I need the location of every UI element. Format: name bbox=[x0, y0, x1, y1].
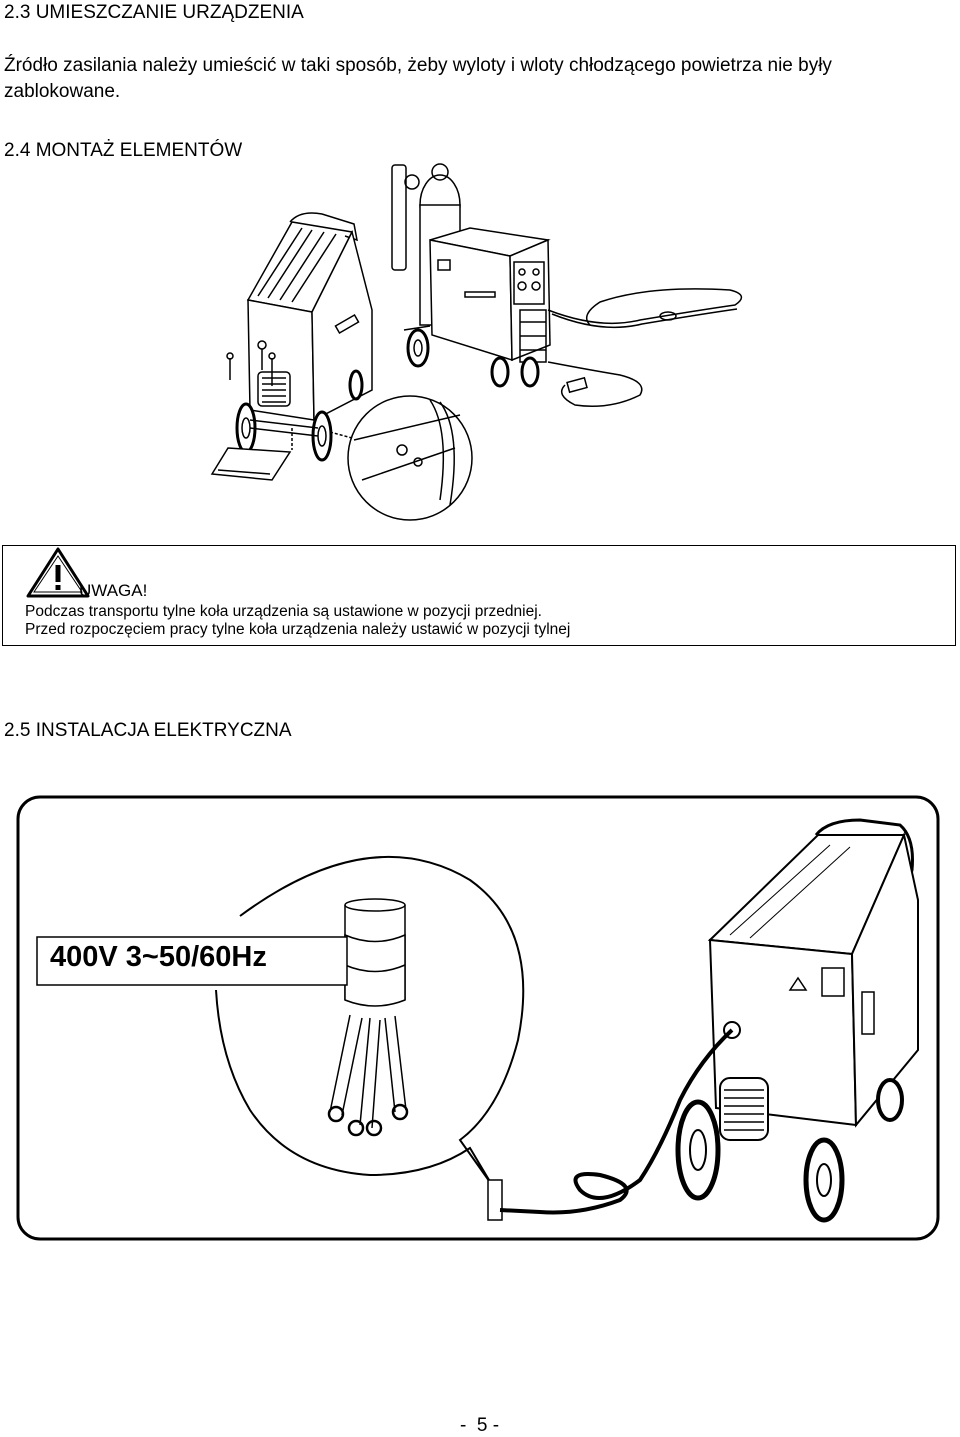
section-title-assembly: 2.4 MONTAŻ ELEMENTÓW bbox=[4, 140, 243, 161]
illustration-frame bbox=[16, 795, 940, 1241]
welder-machine bbox=[675, 818, 919, 1223]
assembly-illustration bbox=[210, 163, 743, 521]
placement-paragraph-line-1: Źródło zasilania należy umieścić w taki … bbox=[4, 55, 832, 76]
detail-zoom-circle bbox=[329, 395, 473, 521]
placement-paragraph-line-2: zablokowane. bbox=[4, 81, 121, 102]
welder-front-view bbox=[391, 163, 743, 407]
warning-title: UWAGA! bbox=[79, 581, 148, 600]
voltage-label: 400V 3~50/60Hz bbox=[50, 941, 267, 973]
cable-detail-circle bbox=[215, 856, 525, 1221]
welder-rear-view bbox=[210, 212, 373, 481]
section-title-electrical: 2.5 INSTALACJA ELEKTRYCZNA bbox=[4, 720, 292, 741]
warning-line-1: Podczas transportu tylne koła urządzenia… bbox=[25, 603, 542, 620]
warning-line-2: Przed rozpoczęciem pracy tylne koła urzą… bbox=[25, 621, 571, 638]
page-number: - 5 - bbox=[460, 1415, 500, 1436]
warning-box bbox=[2, 545, 956, 646]
section-title-placement: 2.3 UMIESZCZANIE URZĄDZENIA bbox=[4, 2, 304, 23]
